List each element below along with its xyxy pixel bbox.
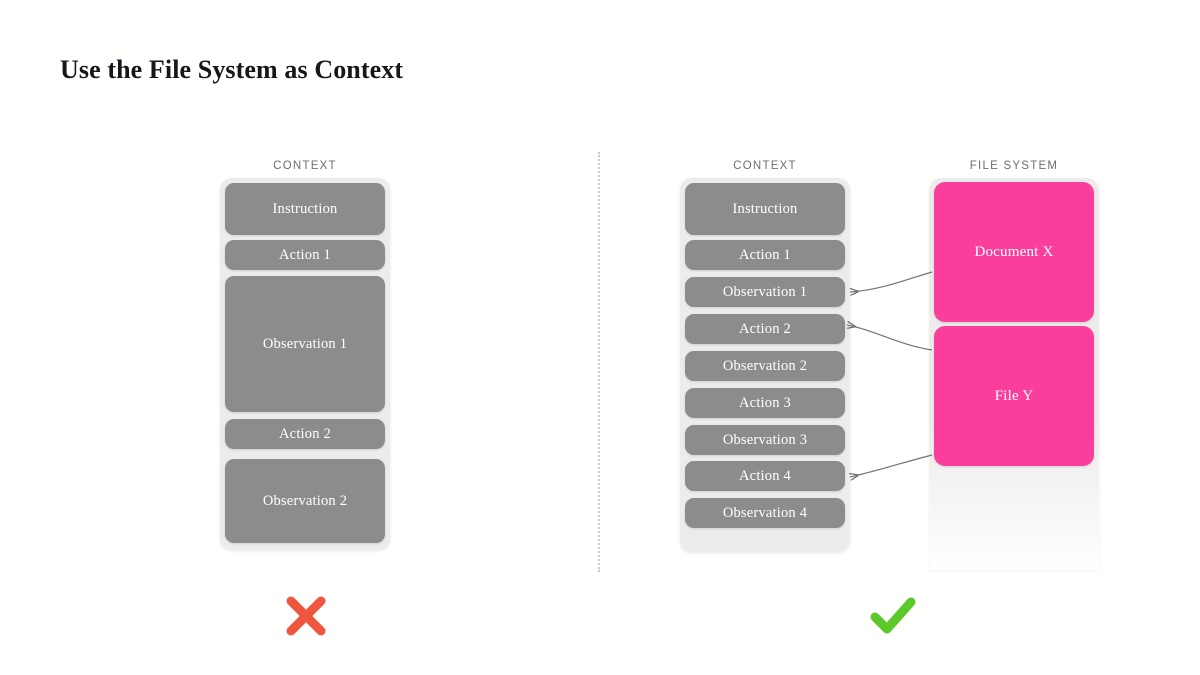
- left-block-observation-1: Observation 1: [225, 276, 385, 412]
- right-block-instruction: Instruction: [685, 183, 845, 235]
- left-block-action-2: Action 2: [225, 419, 385, 449]
- check-icon: [866, 589, 920, 647]
- arrow-file-y-to-action-4: [850, 454, 933, 477]
- cross-icon: [280, 590, 332, 646]
- left-block-action-1: Action 1: [225, 240, 385, 270]
- right-block-action-3: Action 3: [685, 388, 845, 418]
- right-block-action-2: Action 2: [685, 314, 845, 344]
- filesystem-block-file-y: File Y: [934, 326, 1094, 466]
- left-block-observation-2: Observation 2: [225, 459, 385, 543]
- right-block-action-4: Action 4: [685, 461, 845, 491]
- right-block-observation-1: Observation 1: [685, 277, 845, 307]
- right-block-action-1: Action 1: [685, 240, 845, 270]
- left-block-instruction: Instruction: [225, 183, 385, 235]
- right-context-header: CONTEXT: [733, 160, 797, 172]
- arrow-document-x-to-observation-1: [850, 271, 933, 292]
- right-block-observation-4: Observation 4: [685, 498, 845, 528]
- arrow-action-2-to-file-y: [847, 325, 933, 351]
- right-block-observation-3: Observation 3: [685, 425, 845, 455]
- filesystem-header: FILE SYSTEM: [969, 160, 1059, 172]
- left-context-header: CONTEXT: [273, 160, 337, 172]
- filesystem-block-document-x: Document X: [934, 182, 1094, 322]
- page-title: Use the File System as Context: [60, 55, 404, 84]
- right-block-observation-2: Observation 2: [685, 351, 845, 381]
- center-divider: [598, 152, 600, 572]
